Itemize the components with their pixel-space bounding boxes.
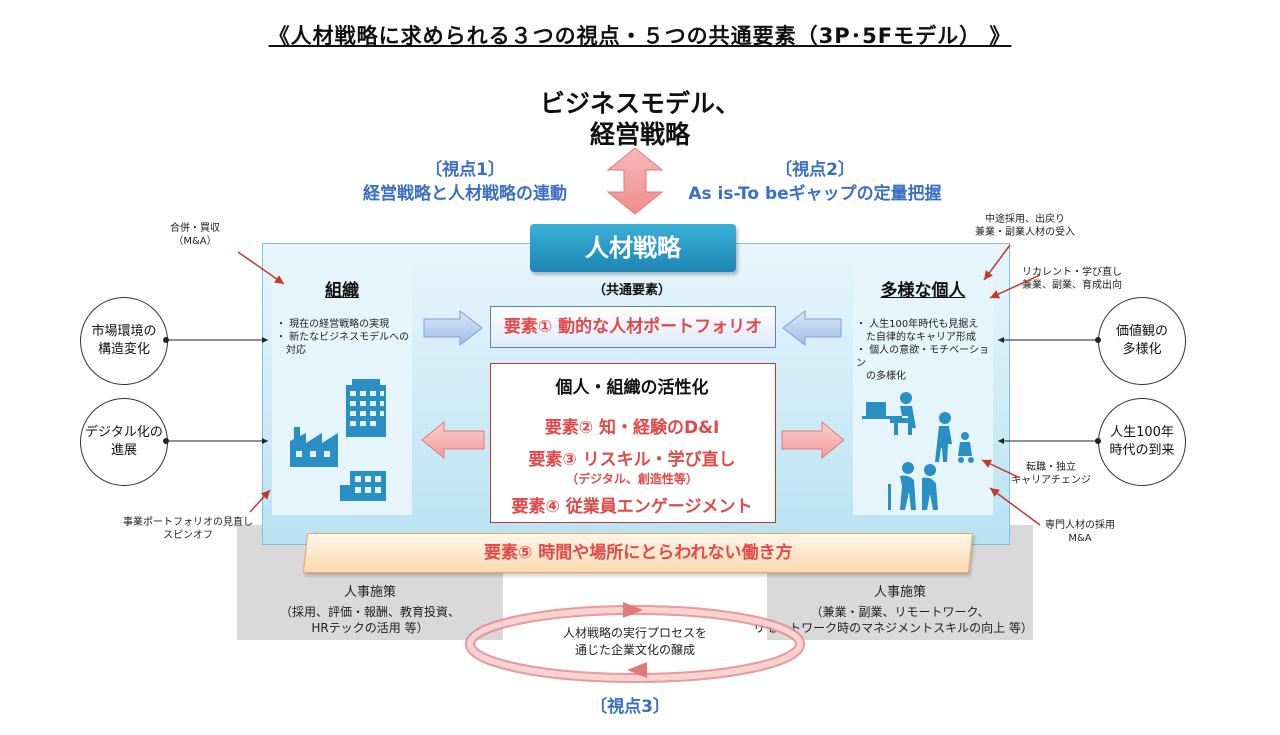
viewpoint-2-label: 〔視点2〕 (775, 160, 855, 180)
portfolio-line1: 事業ポートフォリオの見直し (123, 517, 253, 528)
hr-policy-left-line2: HRテックの活用 等） (311, 621, 429, 635)
individual-bullet-2-cont: の多様化 (866, 371, 906, 382)
arrow-left-red-icon (421, 420, 485, 460)
hr-policy-right-title: 人事施策 (873, 585, 926, 600)
values-circle: 価値観の多様化 (1098, 297, 1186, 385)
ma-top-line2: （M&A） (173, 236, 217, 247)
portfolio-line2: スピンオフ (163, 530, 213, 541)
specialist-line2: M&A (1068, 533, 1092, 544)
hire-line2: 兼業・副業人材の受入 (975, 227, 1075, 238)
element-3-sub: （デジタル、創造性等） (566, 472, 698, 486)
hire-line1: 中途採用、出戻り (985, 214, 1065, 225)
ma-top-line1: 合併・買収 (170, 223, 220, 234)
values-line2: 多様化 (1122, 342, 1162, 357)
individual-bullet-1: ・ 人生100年時代も見据え (856, 319, 979, 330)
organization-bullet-1: ・ 現在の経営戦略の実現 (276, 319, 390, 330)
business-strategy-line2: 経営戦略 (589, 120, 690, 149)
digital-line1: デジタル化の (85, 425, 163, 440)
common-elements-label: （共通要素） (592, 283, 671, 298)
recurrent-line1: リカレント・学び直し (1022, 267, 1122, 278)
hr-policy-right-line1: （兼業・副業、リモートワーク、 (810, 605, 990, 619)
viewpoint-1-label: 〔視点1〕 (425, 160, 505, 180)
specialist-note: 専門人材の採用 M&A (1030, 519, 1130, 545)
viewpoint-2: 〔視点2〕 As is-To beギャップの定量把握 (665, 158, 965, 206)
organization-bullets: ・ 現在の経営戦略の実現 ・ 新たなビジネスモデルへの 対応 (276, 318, 412, 357)
market-line2: 構造変化 (97, 342, 150, 357)
career-line2: キャリアチェンジ (1011, 475, 1091, 486)
building-factory-icon (290, 379, 386, 501)
individual-bullet-2: ・ 個人の意欲・モチベーション (856, 345, 989, 369)
recurrent-line2: 兼業、副業、育成出向 (1022, 280, 1122, 291)
element-3: 要素③ リスキル・学び直し (528, 450, 736, 470)
values-line1: 価値観の (1115, 324, 1168, 339)
ma-top-note: 合併・買収 （M&A） (160, 222, 230, 248)
organization-bullet-2: ・ 新たなビジネスモデルへの (276, 332, 410, 343)
business-strategy: ビジネスモデル、 経営戦略 (490, 88, 790, 150)
page-title: 《人材戦略に求められる３つの視点・５つの共通要素（3P･5Fモデル） 》 (268, 24, 1012, 48)
life100-line2: 時代の到来 (1109, 443, 1175, 458)
recurrent-note: リカレント・学び直し 兼業、副業、育成出向 (1012, 266, 1132, 292)
viewpoint-3-label: 〔視点3〕 (590, 697, 670, 717)
life100-circle: 人生100年時代の到来 (1098, 398, 1186, 486)
process-line2: 通じた企業文化の醸成 (574, 643, 695, 657)
viewpoint-2-text: As is-To beギャップの定量把握 (688, 184, 942, 204)
hr-policy-left-line1: （採用、評価・報酬、教育投資、 (279, 605, 460, 619)
portfolio-note: 事業ポートフォリオの見直し スピンオフ (108, 516, 268, 542)
hr-policy-left: 人事施策 （採用、評価・報酬、教育投資、 HRテックの活用 等） (237, 581, 503, 636)
viewpoint-1-text: 経営戦略と人材戦略の連動 (363, 184, 567, 204)
arrow-left-icon (782, 310, 842, 346)
organization-panel (272, 263, 412, 515)
hr-policy-right-line2: リモートワーク時のマネジメントスキルの向上 等） (753, 621, 1033, 635)
element-4: 要素④ 従業員エンゲージメント (511, 497, 753, 517)
element-1-box: 要素① 動的な人材ポートフォリオ (490, 306, 776, 348)
organization-heading: 組織 (325, 281, 359, 301)
process-text: 人材戦略の実行プロセスを 通じた企業文化の醸成 (520, 625, 750, 659)
activation-box (490, 363, 776, 523)
people-icon (862, 392, 974, 510)
process-line1: 人材戦略の実行プロセスを (562, 626, 707, 640)
market-line1: 市場環境の (91, 324, 157, 339)
activation-title: 個人・組織の活性化 (555, 378, 709, 398)
life100-line1: 人生100年 (1110, 425, 1174, 440)
hire-note: 中途採用、出戻り 兼業・副業人材の受入 (960, 213, 1090, 239)
cycle-arrow-icon (465, 602, 805, 683)
element-2: 要素② 知・経験のD&I (544, 418, 720, 438)
organization-bullet-2-cont: 対応 (286, 345, 306, 356)
hr-strategy-banner: 人材戦略 (530, 224, 736, 272)
arrow-right-icon (423, 310, 483, 346)
arrow-right-red-icon (781, 420, 845, 460)
individual-bullets: ・ 人生100年時代も見据え た自律的なキャリア形成 ・ 個人の意欲・モチベーシ… (856, 318, 993, 383)
hr-policy-left-title: 人事施策 (343, 585, 396, 600)
specialist-line1: 専門人材の採用 (1045, 520, 1115, 531)
individual-panel (853, 263, 993, 515)
market-change-circle: 市場環境の構造変化 (80, 297, 168, 385)
career-line1: 転職・独立 (1026, 462, 1076, 473)
digital-circle: デジタル化の進展 (80, 398, 168, 486)
business-strategy-line1: ビジネスモデル、 (539, 89, 740, 118)
career-note: 転職・独立 キャリアチェンジ (1006, 461, 1096, 487)
individual-heading: 多様な個人 (880, 281, 966, 301)
double-arrow-icon (606, 147, 664, 215)
individual-bullet-1-cont: た自律的なキャリア形成 (866, 332, 976, 343)
digital-line2: 進展 (110, 443, 137, 458)
viewpoint-1: 〔視点1〕 経営戦略と人材戦略の連動 (330, 158, 600, 206)
hr-policy-right: 人事施策 （兼業・副業、リモートワーク、 リモートワーク時のマネジメントスキルの… (753, 581, 1033, 636)
